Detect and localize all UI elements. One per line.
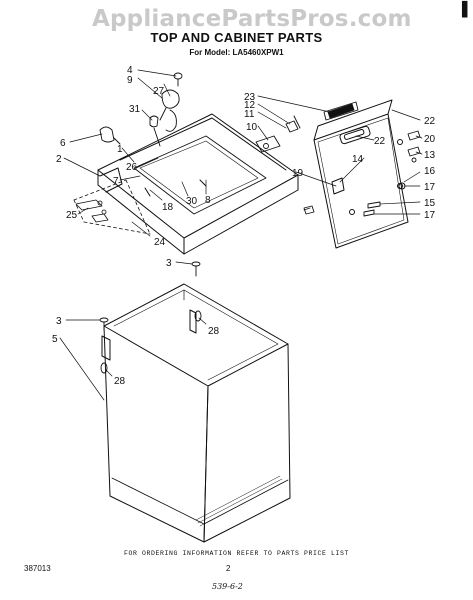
callout-30: 30	[186, 196, 198, 207]
callout-5: 5	[52, 334, 58, 345]
grommets	[100, 310, 202, 374]
callout-31: 31	[129, 104, 141, 115]
callout-15: 15	[424, 198, 436, 209]
callout-8: 8	[205, 195, 211, 206]
revision-code: 539-6-2	[212, 582, 243, 591]
model-line: For Model: LA5460XPW1	[189, 48, 284, 57]
callout-27: 27	[153, 86, 165, 97]
callout-17-upper: 17	[424, 182, 436, 193]
callout-12: 12	[244, 100, 256, 111]
page-number: 2	[226, 564, 231, 573]
screw-top	[191, 261, 201, 277]
callout-17-lower: 17	[424, 210, 436, 221]
callout-26: 26	[126, 162, 138, 173]
callout-19: 19	[292, 168, 304, 179]
callout-6: 6	[60, 138, 66, 149]
callout-14: 14	[352, 154, 364, 165]
callout-9: 9	[127, 75, 133, 86]
callout-7: 7	[113, 176, 119, 187]
ordering-note: FOR ORDERING INFORMATION REFER TO PARTS …	[123, 550, 350, 557]
callout-28-side: 28	[208, 326, 220, 337]
callout-25: 25	[66, 210, 78, 221]
callout-13: 13	[424, 150, 436, 161]
washer-lid	[313, 99, 409, 249]
lid-top-strip	[323, 101, 359, 121]
clip-group	[75, 199, 109, 223]
callout-16: 16	[424, 166, 436, 177]
hinge-clip	[99, 126, 121, 145]
callout-18: 18	[162, 202, 174, 213]
corner-mark: ▌	[462, 2, 473, 18]
callout-4: 4	[127, 65, 133, 76]
callout-22-lid: 22	[374, 136, 386, 147]
callout-3-left: 3	[56, 316, 62, 327]
callout-2: 2	[56, 154, 62, 165]
callout-10: 10	[246, 122, 258, 133]
callout-1: 1	[117, 144, 123, 155]
watermark-text: AppliancePartsPros.com	[92, 6, 412, 32]
switch-assembly	[149, 72, 183, 147]
diagram-title: TOP AND CABINET PARTS	[150, 30, 323, 45]
document-number: 387013	[24, 564, 51, 573]
callout-23: 23	[244, 92, 256, 103]
washer-cabinet	[101, 283, 291, 543]
lid-switch	[255, 115, 301, 153]
callout-20: 20	[424, 134, 436, 145]
washer-top-panel	[97, 113, 299, 255]
callout-28-front: 28	[114, 376, 126, 387]
callout-22-right: 22	[424, 116, 436, 127]
callout-3-top: 3	[166, 258, 172, 269]
callout-11: 11	[244, 109, 255, 120]
callout-24: 24	[154, 237, 166, 248]
